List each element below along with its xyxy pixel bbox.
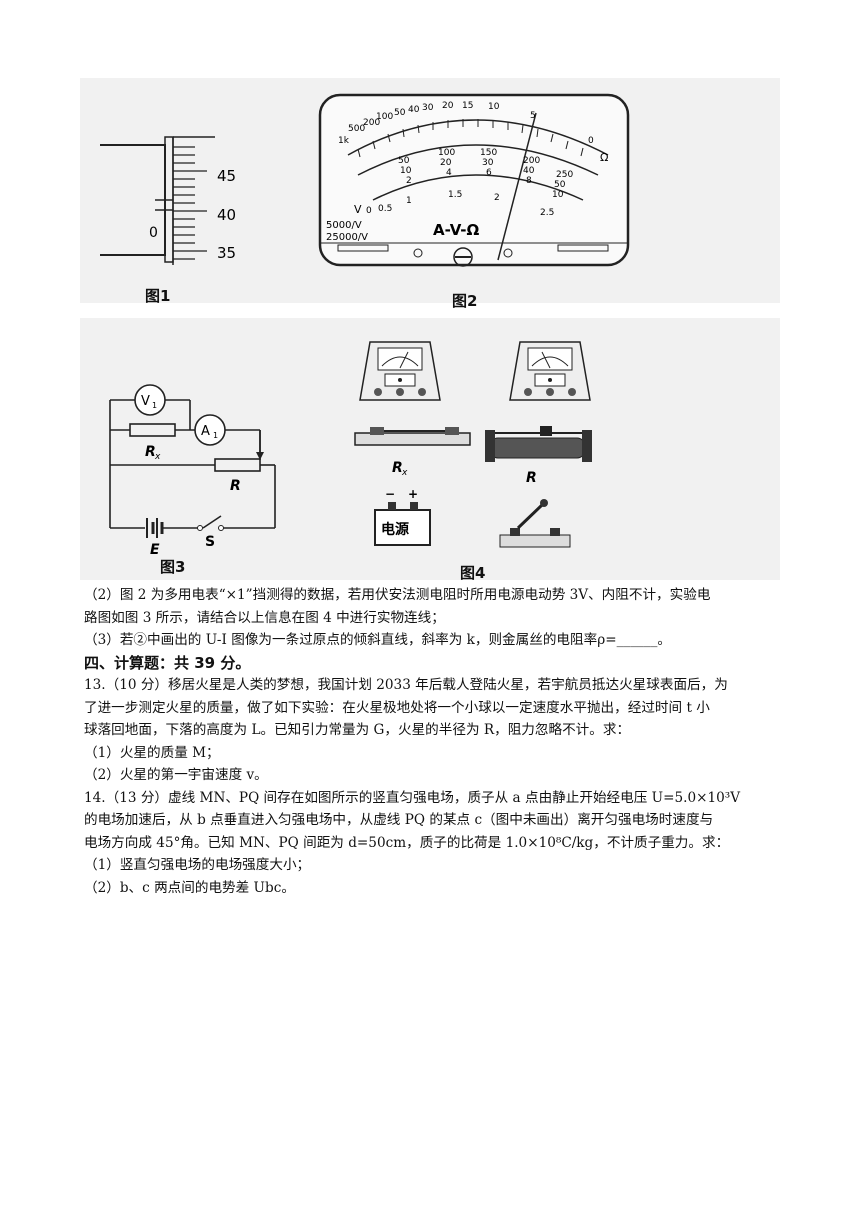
ac-label-0: 0 [366,206,372,216]
q13-line-3: 球落回地面，下落的高度为 L。已知引力常量为 G，火星的半径为 R，阻力忽略不计… [84,722,631,738]
ac-label-0-5: 0.5 [378,204,392,214]
switch-device [499,499,571,548]
figure-2-multimeter-diagram: 1k 500 200 100 50 40 30 20 15 10 5 0 Ω 5… [318,93,630,267]
dc-label-200: 200 [523,156,540,166]
scale-label-35: 35 [217,244,236,262]
ohm-label-200: 200 [363,118,380,128]
dc3-label-2: 2 [406,176,412,186]
figure-2-caption: 图2 [452,292,478,310]
dc2-label-30: 30 [482,158,494,168]
v-symbol: V [354,203,362,216]
scale-label-45: 45 [217,167,236,185]
dc3-label-8: 8 [526,176,532,186]
q14-sub-question-1: （1）竖直匀强电场的电场强度大小； [84,857,311,873]
dc2-label-10: 10 [400,166,412,176]
voltmeter-device [359,341,441,401]
ac-label-2-5: 2.5 [540,208,554,218]
ohm-label-1k: 1k [338,136,350,146]
brand-label: A-V-Ω [433,221,479,239]
ohm-label-100: 100 [376,112,393,122]
scale-label-40: 40 [217,206,236,224]
q14-line-3: 电场方向成 45°角。已知 MN、PQ 间距为 d=50cm，质子的比荷是 1.… [84,834,730,851]
ohm-label-15: 15 [462,101,473,111]
figure-3-circuit-diagram: V 1 A 1 R x R E S [109,384,276,555]
ohm-label-20: 20 [442,101,454,111]
q13-sub-question-2: （2）火星的第一宇宙速度 v。 [84,767,268,783]
q13-line-1: 13.（10 分）移居火星是人类的梦想，我国计划 2033 年后载人登陆火星，若… [84,677,728,693]
figure-4-caption: 图4 [460,564,486,582]
q2-line-2: 路图如图 3 所示，请结合以上信息在图 4 中进行实物连线； [84,609,445,626]
voltmeter-label: V [141,394,150,409]
ammeter-subscript: 1 [213,431,218,440]
ohm-label-10: 10 [488,102,500,112]
dc3-label-4: 4 [446,168,452,178]
q13-sub-question-1: （1）火星的质量 M； [84,744,220,761]
resistor-rx-subscript: x [154,452,161,462]
ohm-label-0: 0 [588,136,594,146]
ohm-label-30: 30 [422,103,434,113]
figure-1-caption: 图1 [145,287,171,305]
dc2-label-40: 40 [523,166,535,176]
apparatus-rheostat-label: R [526,470,537,486]
ac-label-1-5: 1.5 [448,190,462,200]
dc-label-50: 50 [398,156,410,166]
figure-1-scale-diagram: 45 40 35 0 [95,85,285,270]
dc2-label-50: 50 [554,180,566,190]
power-minus-label: − [385,487,395,501]
ohm-label-5: 5 [530,111,536,121]
ac-label-2: 2 [494,193,500,203]
rheostat-device [485,426,592,462]
figure-3-caption: 图3 [160,558,186,576]
ac-label-1: 1 [406,196,412,206]
dc-label-250: 250 [556,170,573,180]
sensitivity-label-1: 5000/V [326,220,362,231]
q2-line-1: （2）图 2 为多用电表“×1”挡测得的数据，若用伏安法测电阻时所用电源电动势 … [84,587,711,603]
battery-label: E [150,542,160,555]
ammeter-device [509,341,591,401]
section-heading: 四、计算题：共 39 分。 [84,653,251,672]
resistor-rx-device [354,427,471,446]
ohm-symbol: Ω [600,151,608,164]
resistor-rx-label: R [145,444,156,460]
ohm-label-40: 40 [408,105,420,115]
power-source-device [374,502,431,546]
switch-label: S [205,534,215,550]
q13-line-2: 了进一步测定火星的质量，做了如下实验：在火星极地处将一个小球以一定速度水平抛出，… [84,699,710,716]
q14-sub-question-2: （2）b、c 两点间的电势差 Ubc。 [84,879,295,896]
q14-line-1: 14.（13 分）虚线 MN、PQ 间存在如图所示的竖直匀强电场，质子从 a 点… [84,789,741,806]
apparatus-rx-label: R [392,460,403,476]
figure-4-apparatus-diagram: R x R − + 电源 [354,341,592,548]
ohm-label-500: 500 [348,124,365,134]
question-text-body: （2）图 2 为多用电表“×1”挡测得的数据，若用伏安法测电阻时所用电源电动势 … [84,584,784,899]
dc-label-150: 150 [480,148,497,158]
ohm-label-50: 50 [394,108,406,118]
vernier-zero-label: 0 [149,225,158,241]
dc2-label-20: 20 [440,158,452,168]
power-plus-label: + [408,487,418,501]
q3-line: （3）若②中画出的 U-I 图像为一条过原点的倾斜直线，斜率为 k，则金属丝的电… [84,632,671,648]
power-source-label: 电源 [381,521,409,538]
voltmeter-subscript: 1 [152,401,157,410]
dc3-label-10: 10 [552,190,564,200]
ammeter-label: A [201,424,210,439]
rheostat-label: R [230,478,241,494]
q14-line-2: 的电场加速后，从 b 点垂直进入匀强电场中，从虚线 PQ 的某点 c（图中未画出… [84,812,714,828]
dc3-label-6: 6 [486,168,492,178]
sensitivity-label-2: 25000/V [326,232,368,243]
dc-label-100: 100 [438,148,455,158]
apparatus-rx-subscript: x [401,468,408,478]
